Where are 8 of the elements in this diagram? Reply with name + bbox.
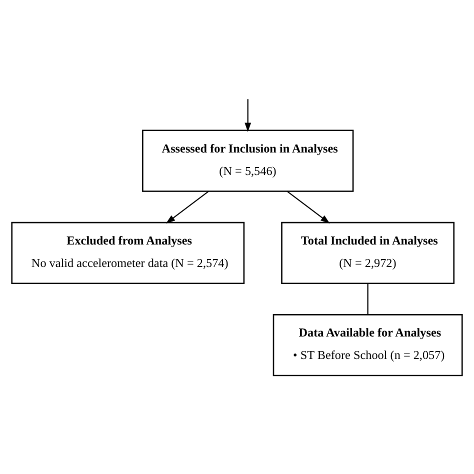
connector (367, 283, 368, 315)
node-box: Data Available for Analyses • ST Before School (n = 2,057) (272, 314, 463, 376)
node-box: Assessed for Inclusion in Analyses (N = 5,546) (142, 130, 354, 192)
node-box: Total Included in Analyses (N = 2,972) (281, 222, 455, 284)
node-box: Excluded from Analyses No valid accelerometer data (N = 2,574) (11, 222, 245, 284)
arrow (286, 190, 330, 224)
arrow (166, 190, 209, 224)
arrow (244, 99, 252, 132)
